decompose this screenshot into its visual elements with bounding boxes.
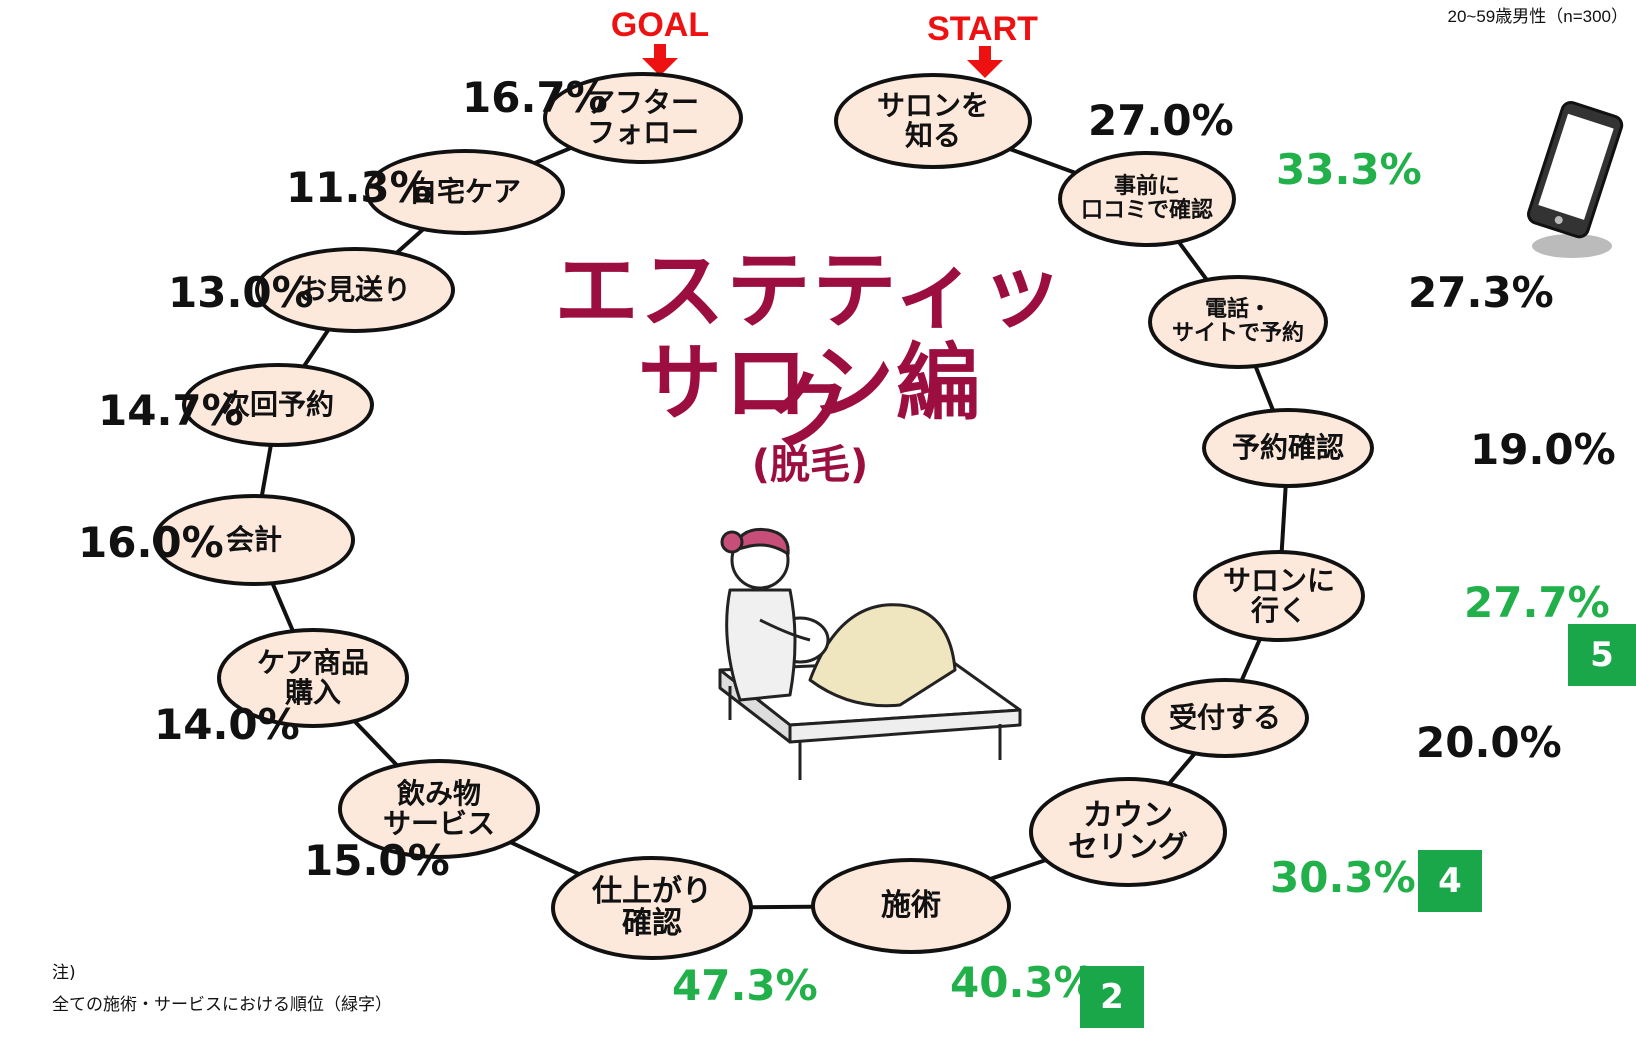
journey-step-node: 受付する <box>1141 678 1309 758</box>
note-text: 全ての施術・サービスにおける順位（緑字） <box>52 995 392 1015</box>
journey-step-percentage: 11.3% <box>286 163 432 212</box>
journey-step-node: 施術 <box>811 858 1011 954</box>
journey-step-node: カウン セリング <box>1029 777 1227 887</box>
start-marker: START <box>927 10 1038 48</box>
journey-step-percentage: 47.3% <box>672 961 818 1010</box>
journey-step-percentage: 27.3% <box>1408 268 1554 317</box>
journey-step-node: 仕上がり 確認 <box>551 856 753 960</box>
journey-step-percentage: 40.3% <box>950 958 1096 1007</box>
journey-step-percentage: 27.0% <box>1088 96 1234 145</box>
sample-label: 20~59歳男性（n=300） <box>1447 7 1629 26</box>
journey-step-percentage: 16.0% <box>78 518 224 567</box>
journey-step-node: 自宅ケア <box>365 149 565 235</box>
journey-step-percentage: 19.0% <box>1470 425 1616 474</box>
journey-step-percentage: 13.0% <box>168 268 314 317</box>
journey-step-percentage: 15.0% <box>304 836 450 885</box>
journey-step-percentage: 16.7% <box>462 73 608 122</box>
rank-badge: 4 <box>1418 850 1482 912</box>
journey-step-percentage: 14.0% <box>154 700 300 749</box>
journey-step-percentage: 27.7% <box>1464 578 1610 627</box>
rank-badge: 2 <box>1080 966 1144 1028</box>
diagram-title-line1: エステティック <box>554 242 1066 461</box>
diagram-title-line2: サロン編 <box>637 334 982 432</box>
journey-step-node: 事前に 口コミで確認 <box>1058 151 1236 247</box>
journey-step-node: 電話・ サイトで予約 <box>1148 275 1328 369</box>
journey-step-percentage: 14.7% <box>98 386 244 435</box>
goal-arrow-icon <box>642 44 678 76</box>
journey-step-node: 次回予約 <box>182 363 374 447</box>
journey-step-node: サロンに 行く <box>1193 550 1365 642</box>
journey-step-node: アフター フォロー <box>543 72 743 164</box>
esthetician-treatment-icon <box>718 527 1022 780</box>
journey-step-node: ケア商品 購入 <box>217 628 409 728</box>
journey-step-node: お見送り <box>255 247 455 333</box>
smartphone-icon <box>1527 100 1624 258</box>
journey-step-percentage: 20.0% <box>1416 718 1562 767</box>
journey-step-node: 飲み物 サービス <box>338 759 540 859</box>
start-arrow-icon <box>967 46 1003 78</box>
diagram-subtitle: (脱毛) <box>751 442 869 488</box>
rank-badge: 5 <box>1568 624 1636 686</box>
journey-step-node: 会計 <box>153 494 355 586</box>
journey-step-percentage: 30.3% <box>1270 853 1416 902</box>
goal-marker: GOAL <box>610 6 710 44</box>
journey-step-node: 予約確認 <box>1202 408 1374 488</box>
journey-step-percentage: 33.3% <box>1276 145 1422 194</box>
journey-step-node: サロンを 知る <box>834 73 1032 169</box>
note-heading: 注) <box>52 963 76 983</box>
